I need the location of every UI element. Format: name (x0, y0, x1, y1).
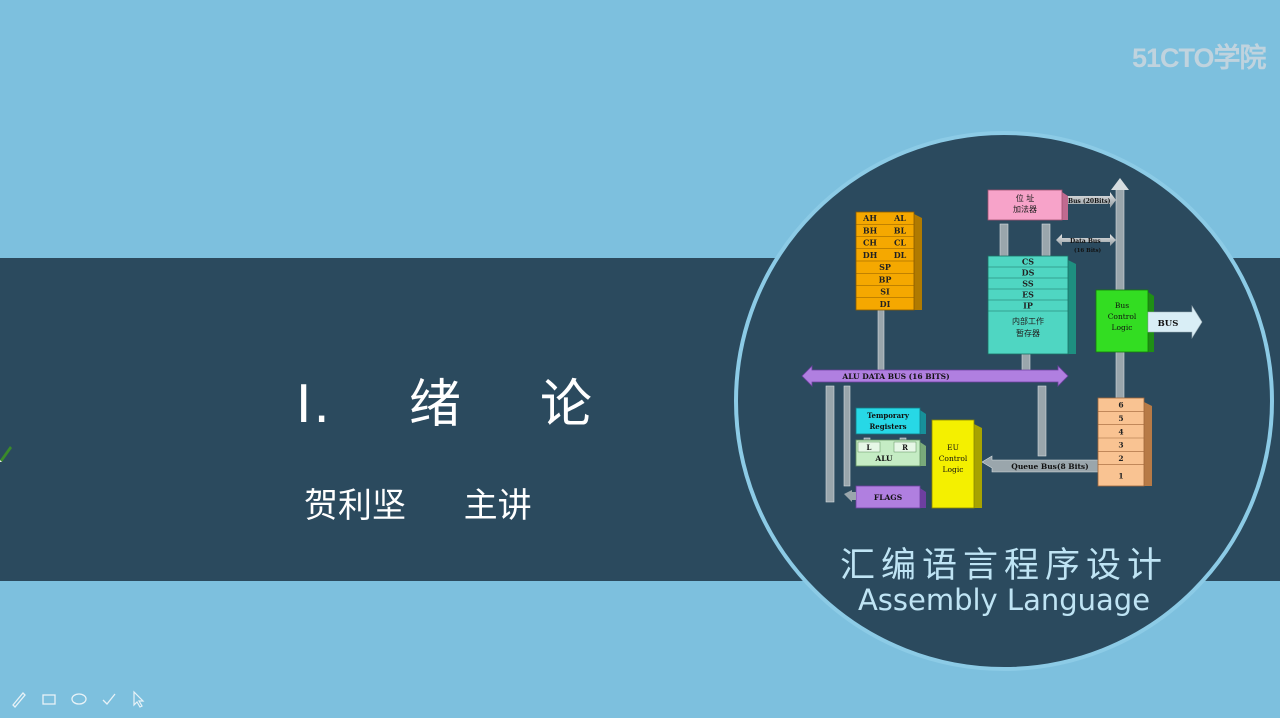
register-dh: DH (863, 250, 878, 260)
temp-registers-line-1: Temporary (867, 411, 910, 420)
register-di: DI (880, 299, 891, 309)
title-prefix: I. (296, 375, 332, 435)
register-ch: CH (863, 238, 877, 248)
alu-block: L R ALU (855, 439, 926, 467)
alu-input-left: L (867, 443, 872, 452)
register-si: SI (880, 287, 890, 297)
data-bus-sub-label: (16 Bits) (1074, 247, 1102, 254)
register-bh: BH (863, 225, 878, 235)
address-adder-line-1: 位 址 (1016, 193, 1035, 203)
temporary-registers: Temporary Registers (855, 407, 926, 435)
register-cs: CS (1022, 257, 1034, 267)
data-bus-label: Data Bus (1070, 238, 1101, 245)
eu-control-logic: EU Control Logic (931, 419, 982, 509)
pointer-icon[interactable] (128, 688, 150, 710)
slide-author: 贺利坚 主讲 (304, 478, 532, 527)
alu-data-bus-label: ALU DATA BUS (16 BITS) (841, 372, 949, 381)
queue-slot-3: 3 (1118, 441, 1123, 450)
queue-slot-2: 2 (1118, 454, 1123, 463)
data-bus-arrow (1056, 234, 1116, 246)
address-bus-label: Bus (20Bits) (1068, 198, 1111, 205)
address-adder: 位 址 加法器 (987, 189, 1068, 221)
queue-bus-label: Queue Bus(8 Bits) (1011, 462, 1088, 471)
queue-slot-6: 6 (1118, 401, 1123, 410)
bus-control-line-2: Control (1108, 312, 1137, 321)
alu-data-bus (801, 365, 1069, 387)
flags-arrow (844, 490, 856, 502)
pen-icon[interactable] (8, 688, 30, 710)
bus-control-logic: Bus Control Logic (1095, 289, 1154, 353)
register-bl: BL (894, 225, 907, 235)
register-bp: BP (879, 274, 892, 284)
bus-control-line-1: Bus (1115, 301, 1129, 310)
course-badge: 汇编语言程序设计 Assembly Language (734, 131, 1274, 671)
alu-label: ALU (874, 454, 893, 463)
bus-up-arrow (1111, 178, 1129, 190)
slide-title: I. 绪 论 (296, 362, 594, 437)
flags-label: FLAGS (874, 493, 902, 502)
highlighter-icon[interactable] (38, 688, 60, 710)
annotation-toolbar (8, 686, 150, 712)
queue-slot-1: 1 (1118, 471, 1123, 480)
register-ss: SS (1022, 279, 1034, 289)
register-ds: DS (1022, 268, 1035, 278)
internal-registers-line-2: 暂存器 (1016, 328, 1040, 338)
bus-control-line-3: Logic (1112, 323, 1133, 332)
pen-cursor-icon (0, 446, 12, 462)
register-es: ES (1022, 290, 1034, 300)
register-cl: CL (894, 238, 906, 248)
alu-input-right: R (902, 443, 908, 452)
watermark-logo: 51CTO学院 (1132, 43, 1267, 73)
check-icon[interactable] (98, 688, 120, 710)
bus-arrow (1147, 304, 1203, 340)
register-dl: DL (894, 250, 907, 260)
queue-slot-5: 5 (1118, 414, 1123, 423)
title-word-2: 论 (540, 375, 595, 435)
temp-registers-line-2: Registers (869, 422, 906, 431)
eu-control-line-1: EU (947, 443, 959, 452)
course-title-cn: 汇编语言程序设计 (839, 546, 1168, 586)
eu-control-line-2: Control (939, 454, 968, 463)
register-ah: AH (862, 213, 877, 223)
eu-control-line-3: Logic (943, 465, 964, 474)
title-word-1: 绪 (408, 375, 463, 435)
course-title-en: Assembly Language (857, 583, 1151, 617)
flags-register: FLAGS (855, 485, 926, 509)
internal-registers-line-1: 内部工作 (1012, 316, 1044, 326)
register-ip: IP (1023, 301, 1033, 311)
instruction-queue: 6 5 4 3 2 1 (1097, 397, 1152, 487)
bus-label: BUS (1158, 319, 1179, 329)
address-adder-line-2: 加法器 (1013, 204, 1037, 214)
queue-slot-4: 4 (1118, 427, 1123, 436)
register-al: AL (893, 213, 906, 223)
register-sp: SP (879, 262, 891, 272)
bus-20bits-arrow (1062, 192, 1116, 208)
eraser-icon[interactable] (68, 688, 90, 710)
author-role: 主讲 (463, 486, 532, 526)
author-name: 贺利坚 (304, 486, 406, 526)
